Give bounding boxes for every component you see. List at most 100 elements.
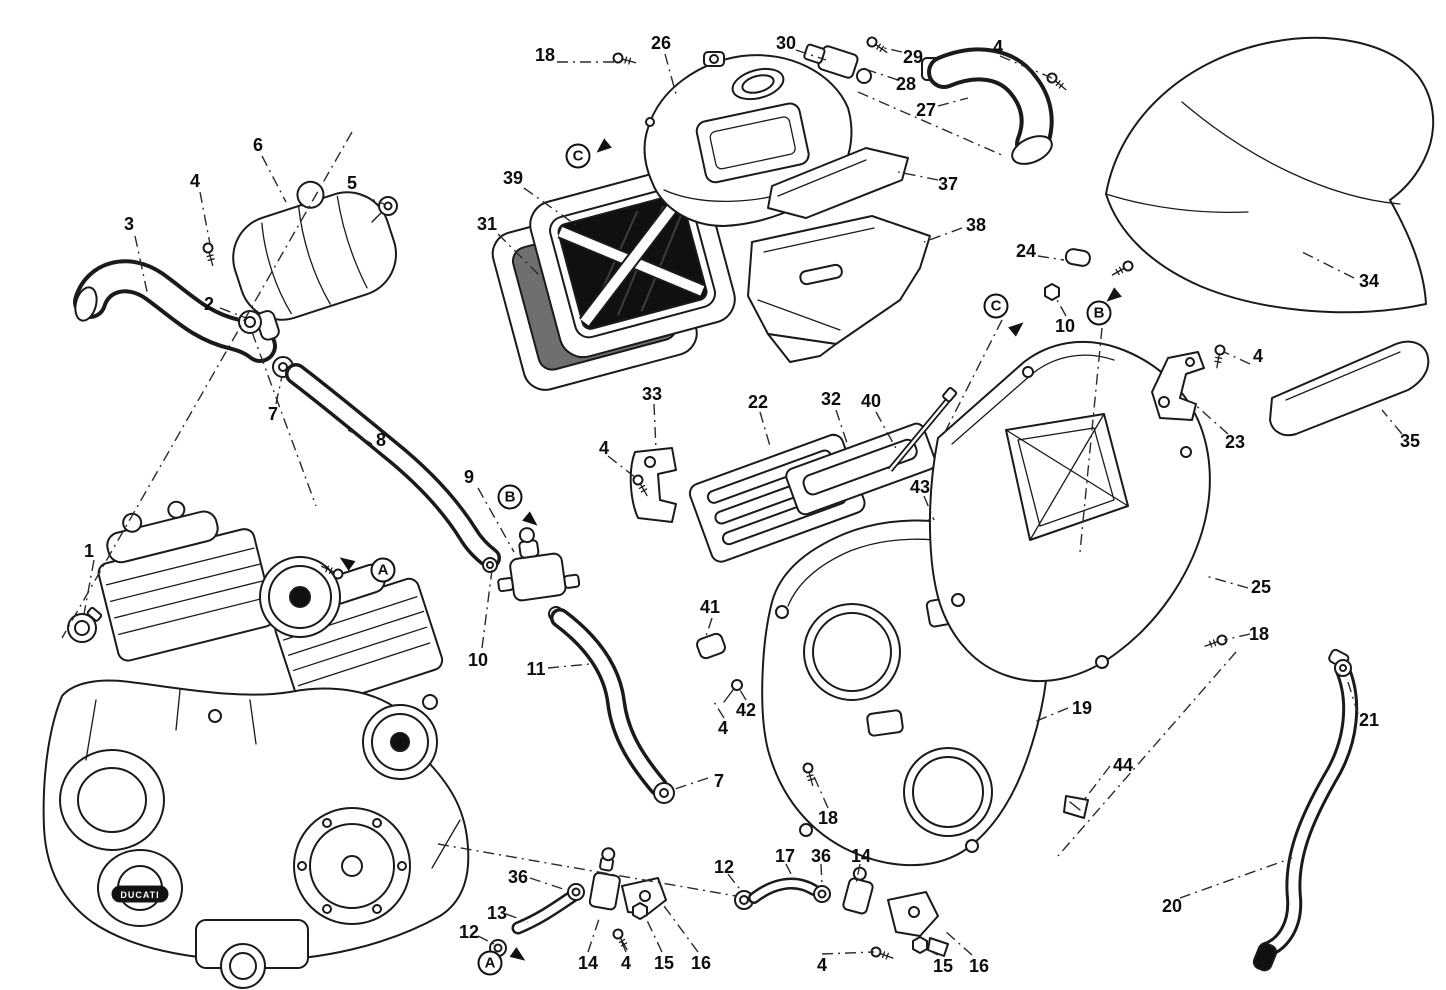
callout-42: 42 bbox=[735, 700, 757, 720]
callout-4: 4 bbox=[598, 438, 610, 458]
callout-18: 18 bbox=[1248, 624, 1270, 644]
callout-10: 10 bbox=[467, 650, 489, 670]
callout-16: 16 bbox=[968, 956, 990, 976]
view-marker-b-2: B bbox=[1086, 300, 1112, 326]
air-filter-39 bbox=[529, 165, 736, 359]
view-marker-c-0: C bbox=[565, 143, 591, 169]
screw-4-right bbox=[1214, 344, 1226, 369]
callout-3: 3 bbox=[123, 214, 135, 234]
callout-34: 34 bbox=[1358, 271, 1380, 291]
shield-37 bbox=[767, 147, 909, 219]
callout-2: 2 bbox=[203, 294, 215, 314]
shield-38 bbox=[747, 215, 931, 363]
callout-44: 44 bbox=[1112, 755, 1134, 775]
callout-18: 18 bbox=[817, 808, 839, 828]
screw-18-right bbox=[1204, 634, 1228, 648]
bracket-23 bbox=[1151, 351, 1205, 421]
callout-11: 11 bbox=[526, 659, 546, 679]
screw-near-24 bbox=[1111, 260, 1134, 276]
clamp-1 bbox=[67, 606, 103, 643]
breather-hose-8 bbox=[285, 363, 501, 569]
callout-14: 14 bbox=[850, 846, 872, 866]
screw-18-center bbox=[802, 762, 815, 787]
callout-15: 15 bbox=[653, 953, 675, 973]
callout-41: 41 bbox=[699, 597, 721, 617]
callout-39: 39 bbox=[502, 168, 524, 188]
callout-7: 7 bbox=[267, 404, 279, 424]
callout-30: 30 bbox=[775, 33, 797, 53]
callout-16: 16 bbox=[690, 953, 712, 973]
callout-31: 31 bbox=[476, 214, 498, 234]
engine-badge: DUCATI bbox=[111, 885, 169, 903]
hose-ring-7-bottom bbox=[653, 782, 675, 804]
callout-8: 8 bbox=[375, 430, 387, 450]
callout-14: 14 bbox=[577, 953, 599, 973]
callout-21: 21 bbox=[1358, 710, 1380, 730]
screw-29 bbox=[866, 36, 888, 53]
callout-4: 4 bbox=[717, 718, 729, 738]
cap-41 bbox=[696, 632, 743, 703]
callout-19: 19 bbox=[1071, 698, 1093, 718]
bottom-right-bracket-group bbox=[734, 866, 949, 957]
callout-9: 9 bbox=[463, 467, 475, 487]
callout-24: 24 bbox=[1015, 241, 1037, 261]
callout-17: 17 bbox=[774, 846, 796, 866]
screw-4-bottom-left bbox=[612, 928, 628, 951]
fitting-21 bbox=[1328, 648, 1352, 677]
grommet-2 bbox=[238, 310, 262, 334]
view-direction-arrows bbox=[339, 138, 1122, 961]
callout-4: 4 bbox=[620, 953, 632, 973]
view-marker-b-3: B bbox=[497, 484, 523, 510]
rod-40 bbox=[887, 387, 958, 472]
callout-28: 28 bbox=[895, 74, 917, 94]
callout-36: 36 bbox=[810, 846, 832, 866]
callout-43: 43 bbox=[909, 477, 931, 497]
intake-snorkel-tube bbox=[73, 259, 277, 363]
screw-4-mid bbox=[632, 474, 648, 497]
callout-12: 12 bbox=[458, 922, 480, 942]
screw-18-top bbox=[612, 52, 637, 65]
cap-5 bbox=[371, 196, 398, 223]
callout-36: 36 bbox=[507, 867, 529, 887]
callout-13: 13 bbox=[486, 903, 508, 923]
callout-40: 40 bbox=[860, 391, 882, 411]
callout-1: 1 bbox=[83, 541, 95, 561]
bottom-left-bracket-group bbox=[489, 847, 667, 957]
callout-38: 38 bbox=[965, 215, 987, 235]
callout-18: 18 bbox=[534, 45, 556, 65]
callout-6: 6 bbox=[252, 135, 264, 155]
callout-4: 4 bbox=[992, 37, 1004, 57]
view-marker-a-4: A bbox=[370, 557, 396, 583]
callout-4: 4 bbox=[816, 955, 828, 975]
tray-32 bbox=[785, 422, 937, 516]
screws bbox=[202, 36, 1228, 960]
bracket-33 bbox=[629, 447, 677, 523]
callout-5: 5 bbox=[346, 173, 358, 193]
callout-15: 15 bbox=[932, 956, 954, 976]
screw-4-bottom-right bbox=[870, 946, 894, 960]
screw-near-a bbox=[321, 565, 344, 580]
view-marker-a-5: A bbox=[477, 950, 503, 976]
callout-32: 32 bbox=[820, 389, 842, 409]
tail-cowl-35 bbox=[1269, 340, 1430, 437]
engine-badge-label: DUCATI bbox=[120, 890, 159, 900]
pressure-sensor-28 bbox=[803, 43, 872, 84]
callout-33: 33 bbox=[641, 384, 663, 404]
overflow-hose-20 bbox=[1252, 648, 1359, 972]
drain-hose-11 bbox=[550, 608, 675, 804]
callout-22: 22 bbox=[747, 392, 769, 412]
callout-25: 25 bbox=[1250, 577, 1272, 597]
callout-12: 12 bbox=[713, 857, 735, 877]
callout-29: 29 bbox=[902, 47, 924, 67]
engine: DUCATI bbox=[42, 500, 470, 989]
clamp-10-a bbox=[482, 557, 498, 573]
screw-4-left bbox=[202, 242, 215, 267]
intake-duct-27 bbox=[921, 47, 1054, 165]
view-marker-c-1: C bbox=[983, 293, 1009, 319]
seat-34 bbox=[1105, 36, 1435, 314]
callout-20: 20 bbox=[1161, 896, 1183, 916]
callout-37: 37 bbox=[937, 174, 959, 194]
breather-canister bbox=[232, 180, 398, 378]
